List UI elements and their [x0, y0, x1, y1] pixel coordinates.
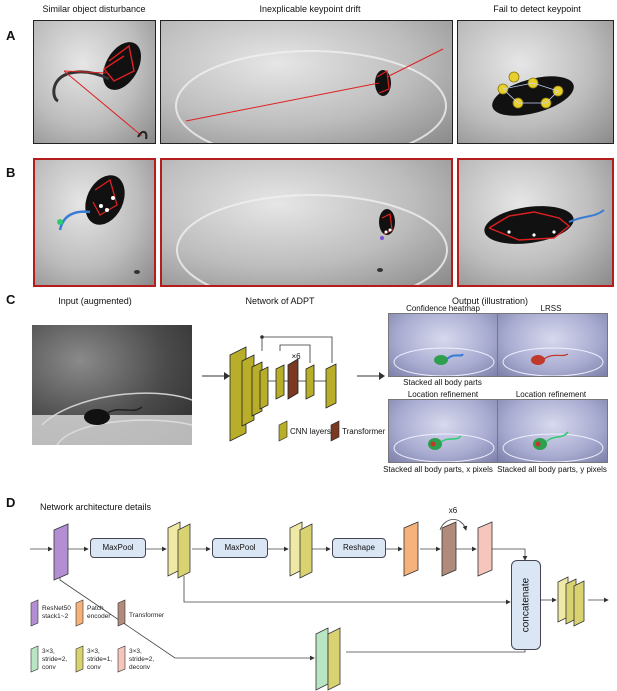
arrow-input-to-network	[202, 372, 230, 380]
thumb-title-refine-x: Location refinement	[407, 390, 479, 399]
architecture-blocks	[53, 521, 585, 691]
legend-deconv-s2: 3×3,stride=2,deconv	[129, 648, 155, 671]
photo-a3-graphic	[492, 71, 574, 116]
input-image	[32, 325, 192, 445]
title-input: Input (augmented)	[58, 296, 132, 306]
photo-a1	[33, 20, 156, 144]
thumb-heatmap-graphic	[393, 347, 495, 376]
photo-b2-graphic	[176, 194, 448, 285]
legend-transformer-swatch	[330, 420, 340, 442]
legend-conv-s2: 3×3,stride=2,conv	[42, 648, 68, 671]
thumb-caption-x: Stacked all body parts, x pixels	[383, 465, 493, 474]
photo-b1-graphic	[57, 175, 140, 274]
legend-cnn-label: CNN layers	[290, 427, 331, 436]
network-repeat-label: ×6	[291, 352, 301, 361]
maxpool-1-box: MaxPool	[90, 538, 146, 558]
thumb-refine-x-graphic	[393, 433, 495, 462]
legend-conv-s1: 3×3,stride=1,conv	[87, 648, 113, 671]
thumb-caption-stacked: Stacked all body parts	[403, 378, 482, 387]
thumb-title-refine-y: Location refinement	[515, 390, 587, 399]
thumb-title-lrss: LRSS	[540, 304, 562, 313]
thumb-refine-y	[497, 399, 608, 463]
thumb-refine-x	[388, 399, 499, 463]
photo-a2-graphic	[175, 48, 447, 143]
photo-b3-graphic	[484, 206, 605, 244]
legend-cnn-swatch	[278, 420, 288, 442]
legend-transformer: Transformer	[129, 612, 165, 619]
concatenate-label: concatenate	[520, 577, 532, 633]
thumb-refine-y-graphic	[502, 431, 604, 462]
photo-a1-graphic	[52, 42, 148, 140]
photo-b2	[160, 158, 453, 287]
title-similar-object: Similar object disturbance	[42, 4, 146, 14]
thumb-heatmap	[388, 313, 499, 377]
input-image-graphic	[32, 392, 192, 445]
title-output: Output (illustration)	[451, 296, 529, 306]
thumb-title-heatmap: Confidence heatmap	[406, 304, 480, 313]
maxpool-2-box: MaxPool	[212, 538, 268, 558]
panel-label-d: D	[6, 495, 16, 510]
photo-a3	[457, 20, 614, 144]
reshape-box: Reshape	[332, 538, 386, 558]
thumb-lrss	[497, 313, 608, 377]
title-fail-detect: Fail to detect keypoint	[493, 4, 581, 14]
photo-b1	[33, 158, 156, 287]
panel-label-c: C	[6, 292, 16, 307]
legend-transformer-label: Transformer	[342, 427, 386, 436]
arrow-network-to-output	[357, 372, 385, 380]
adpt-network-diagram	[229, 335, 337, 442]
thumb-lrss-graphic	[502, 347, 604, 376]
transformer-repeat-label: x6	[448, 506, 458, 515]
photo-a2	[160, 20, 453, 144]
photo-b3	[457, 158, 614, 287]
architecture-legend-swatches	[30, 599, 126, 673]
panel-label-b: B	[6, 165, 16, 180]
title-architecture: Network architecture details	[40, 502, 152, 512]
panel-label-a: A	[6, 28, 16, 43]
title-keypoint-drift: Inexplicable keypoint drift	[259, 4, 361, 14]
title-network: Network of ADPT	[245, 296, 315, 306]
concatenate-box: concatenate	[511, 560, 541, 650]
thumb-caption-y: Stacked all body parts, y pixels	[497, 465, 607, 474]
